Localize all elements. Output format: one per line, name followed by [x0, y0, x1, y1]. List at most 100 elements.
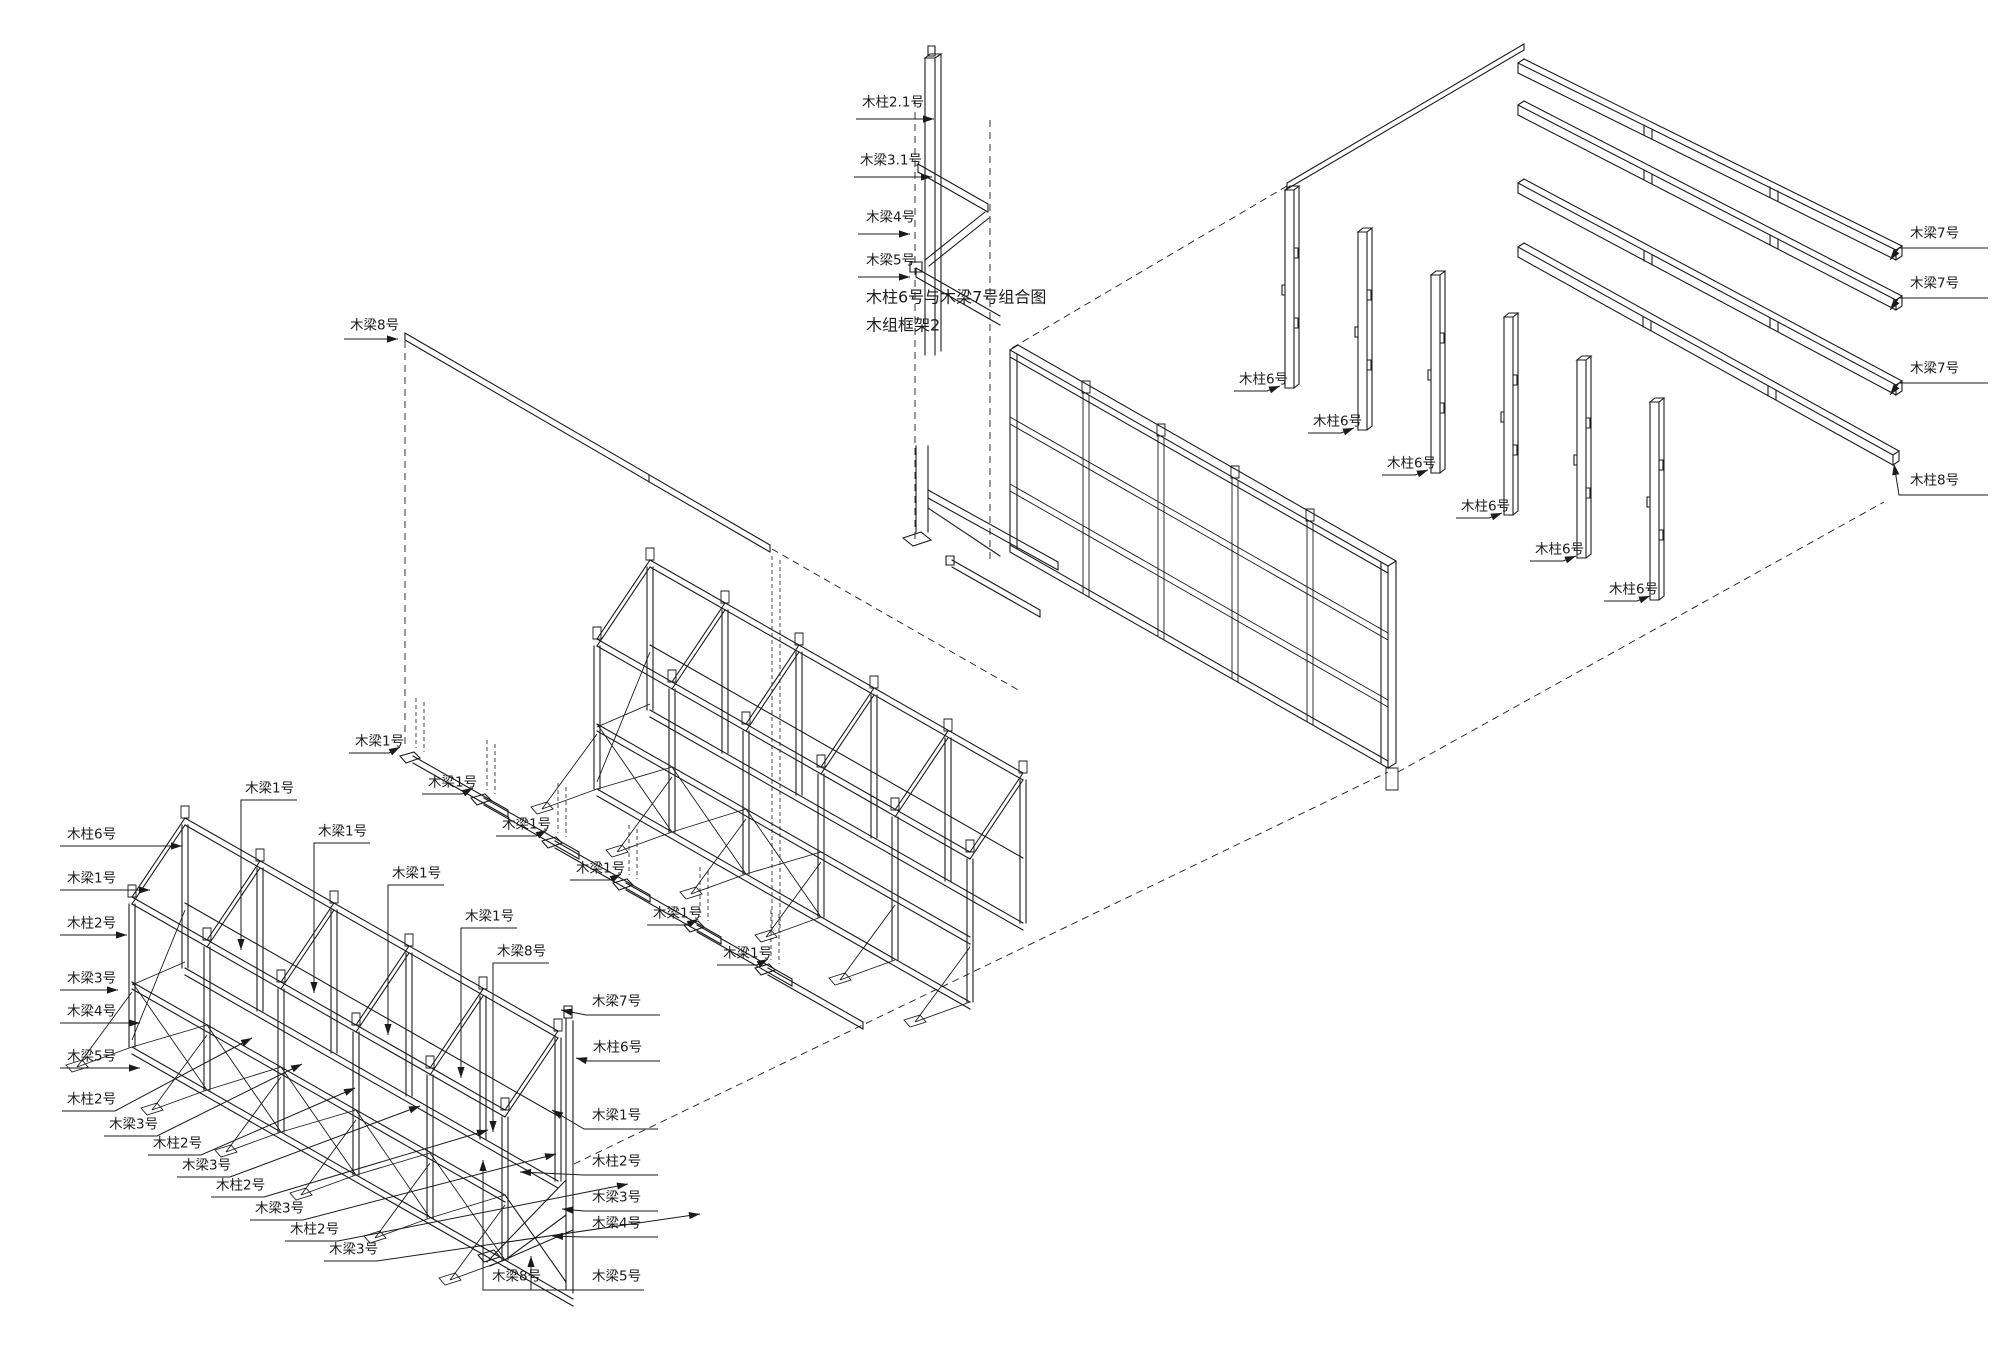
part-label: 木柱6号: [1234, 371, 1288, 394]
leader-arrow-icon: [310, 982, 318, 993]
part-label: 木梁4号: [551, 1215, 658, 1240]
part-label-text: 木梁3号: [255, 1200, 304, 1216]
part-label-text: 木柱6号: [1313, 413, 1362, 429]
part-label-text: 木梁1号: [245, 780, 294, 796]
part-label-text: 木梁7号: [1910, 360, 1959, 376]
leader-arrow-icon: [899, 273, 910, 281]
part-label: 木梁7号: [560, 993, 660, 1016]
leader-arrow-icon: [237, 939, 245, 950]
part-label: 木梁1号: [457, 908, 517, 1078]
loose-beams: [399, 751, 864, 1030]
part-label: 木梁1号: [310, 823, 370, 993]
part-label: 木柱6号: [1382, 455, 1436, 478]
leader-arrow-icon: [384, 1024, 392, 1035]
part-label: 木梁3.1号: [854, 152, 932, 181]
part-label-text: 木梁1号: [428, 774, 477, 790]
leader-arrow-icon: [489, 1121, 497, 1132]
part-label-text: 木梁1号: [355, 733, 404, 749]
part-label: 木梁3号: [177, 1105, 421, 1178]
part-label: 木梁8号: [344, 317, 399, 343]
part-label-text: 木梁5号: [866, 252, 915, 268]
leader-arrow-icon: [688, 1212, 700, 1220]
part-label-text: 木梁8号: [350, 317, 399, 333]
part-label: 木梁1号: [496, 816, 551, 839]
part-label: 木柱6号: [1456, 498, 1510, 521]
part-label: 木梁3号: [561, 1189, 658, 1214]
leader-arrow-icon: [552, 1232, 564, 1240]
part-label: 木柱2号: [60, 915, 127, 939]
leader-arrow-icon: [535, 830, 547, 839]
leader-arrow-icon: [343, 1088, 355, 1096]
part-label: 木梁7号: [1889, 360, 1988, 396]
part-label: 木柱6号与木梁7号组合图: [866, 288, 1046, 307]
leader-arrow-icon: [129, 1064, 140, 1072]
part-label-text: 木梁7号: [1910, 225, 1959, 241]
part-label: 木柱8号: [1892, 463, 1988, 496]
part-label-text: 木柱2.1号: [862, 94, 924, 110]
leader-arrow-icon: [756, 959, 768, 968]
part-label-text: 木柱6号与木梁7号组合图: [866, 288, 1046, 307]
part-label: 木梁8号: [489, 943, 549, 1132]
part-label-text: 木柱2号: [216, 1177, 265, 1193]
leader-arrow-icon: [107, 986, 118, 994]
leader-arrow-icon: [1490, 513, 1502, 521]
part-label-text: 木组框架2: [866, 316, 940, 335]
part-label-text: 木梁1号: [392, 865, 441, 881]
leader-arrow-icon: [1892, 464, 1900, 476]
part-label: 木组框架2: [866, 316, 940, 335]
leader-arrow-icon: [921, 173, 932, 181]
leader-arrow-icon: [616, 1182, 628, 1190]
leader-arrow-icon: [544, 1153, 556, 1161]
part-label: 木柱6号: [1604, 581, 1658, 604]
leader-arrow-icon: [476, 1129, 488, 1137]
part-label: 木柱2号: [285, 1182, 629, 1242]
leader-arrow-icon: [408, 1106, 420, 1114]
joint-detail: [901, 45, 1059, 618]
leader-arrow-icon: [686, 919, 698, 928]
part-label: 木柱2号: [148, 1087, 356, 1156]
part-label-text: 木柱6号: [1239, 371, 1288, 387]
part-label-text: 木梁1号: [576, 860, 625, 876]
part-label-text: 木梁3号: [67, 970, 116, 986]
part-label: 木梁1号: [717, 945, 772, 968]
leader-arrow-icon: [240, 1038, 252, 1047]
leader-arrow-icon: [609, 874, 621, 883]
part-label: 木梁1号: [647, 905, 702, 928]
leader-arrow-icon: [290, 1064, 302, 1073]
part-label-text: 木梁1号: [502, 816, 551, 832]
part-label: 木柱2.1号: [856, 94, 934, 123]
part-label-text: 木梁8号: [492, 1268, 541, 1284]
part-label: 木柱6号: [1530, 541, 1584, 564]
leader-arrow-icon: [387, 335, 398, 343]
labels-layer: 木柱2.1号木梁3.1号木梁4号木梁5号木柱6号与木梁7号组合图木组框架2木梁8…: [60, 94, 1988, 1291]
part-label-text: 木柱6号: [1461, 498, 1510, 514]
part-label: 木梁1号: [570, 860, 625, 883]
part-label: 木柱6号: [1308, 413, 1362, 436]
part-label-text: 木柱2号: [67, 1091, 116, 1107]
beam-chains: [1517, 58, 1903, 467]
leader-arrow-icon: [461, 788, 473, 797]
part-label: 木梁1号: [384, 865, 444, 1035]
part-label-text: 木梁3号: [182, 1157, 231, 1173]
part-label: 木梁7号: [1889, 275, 1988, 311]
part-label-text: 木梁3.1号: [860, 152, 922, 168]
part-label: 木梁5号: [527, 1256, 644, 1291]
part-label-text: 木梁3号: [109, 1116, 158, 1132]
part-label: 木柱2号: [211, 1129, 489, 1198]
part-label: 木梁1号: [551, 1107, 658, 1130]
part-label: 木柱2号: [62, 1037, 253, 1112]
part-label: 木梁1号: [60, 870, 150, 894]
part-label-text: 木梁3号: [329, 1241, 378, 1257]
part-label: 木梁7号: [1889, 225, 1988, 261]
leader-arrow-icon: [1890, 299, 1900, 310]
leader-arrow-icon: [923, 115, 934, 123]
part-label-text: 木梁4号: [592, 1215, 641, 1231]
part-label-text: 木梁3号: [592, 1189, 641, 1205]
leader-arrow-icon: [1890, 249, 1900, 260]
leader-arrow-icon: [129, 1019, 140, 1027]
part-label: 木梁4号: [858, 209, 915, 238]
leader-arrow-icon: [1564, 556, 1576, 564]
leader-arrow-icon: [552, 1110, 564, 1119]
